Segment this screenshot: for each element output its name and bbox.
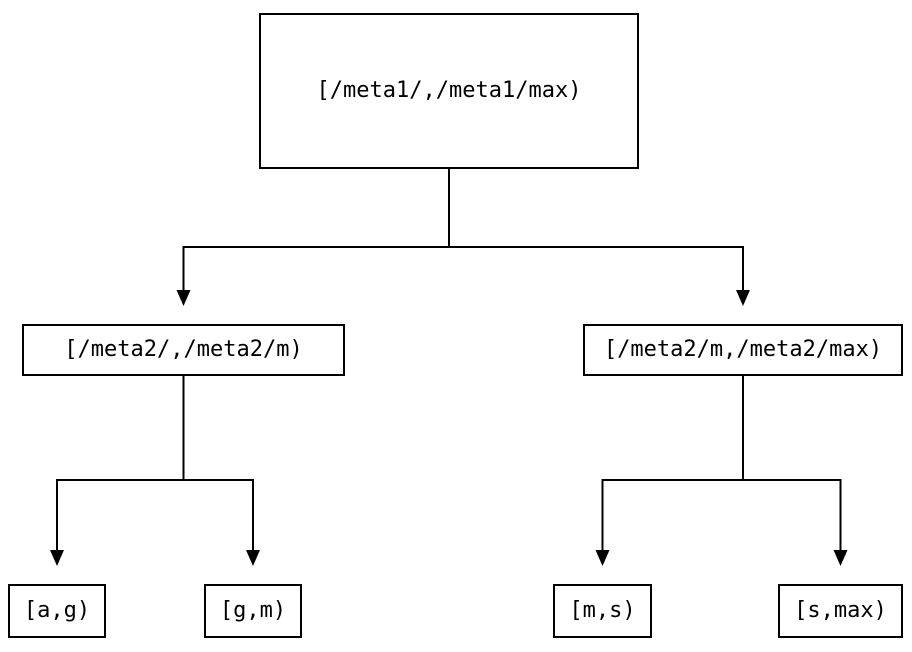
- arrowhead-root-right: [736, 290, 750, 306]
- arrowhead-right-leaf-m-s: [595, 550, 610, 566]
- tree-node-leaf-g-m: [g,m): [204, 584, 302, 638]
- node-label-root: [/meta1/,/meta1/max): [316, 78, 582, 103]
- arrowhead-left-leaf-g-m: [246, 550, 260, 566]
- tree-node-root: [/meta1/,/meta1/max): [259, 13, 639, 169]
- node-label-leaf-g-m: [g,m): [219, 598, 287, 623]
- tree-node-right: [/meta2/m,/meta2/max): [583, 324, 903, 376]
- arrowhead-left-leaf-a-g: [50, 550, 64, 566]
- node-label-leaf-m-s: [m,s): [569, 598, 636, 623]
- tree-node-leaf-a-g: [a,g): [8, 584, 106, 638]
- edge-left-leaf-a-g: [56, 376, 185, 550]
- edge-right-leaf-s-max: [742, 376, 842, 550]
- arrowhead-right-leaf-s-max: [833, 550, 848, 566]
- node-label-right: [/meta2/m,/meta2/max): [603, 337, 883, 362]
- edge-right-leaf-m-s: [601, 376, 744, 550]
- node-label-leaf-a-g: [a,g): [23, 598, 91, 623]
- tree-node-leaf-s-max: [s,max): [778, 584, 903, 638]
- edge-root-left: [182, 169, 450, 290]
- node-label-leaf-s-max: [s,max): [794, 598, 887, 623]
- tree-node-leaf-m-s: [m,s): [553, 584, 652, 638]
- tree-node-left: [/meta2/,/meta2/m): [22, 324, 345, 376]
- node-label-left: [/meta2/,/meta2/m): [64, 337, 303, 362]
- arrowhead-root-left: [176, 290, 191, 306]
- edge-root-right: [448, 169, 744, 290]
- edge-left-leaf-g-m: [182, 376, 254, 550]
